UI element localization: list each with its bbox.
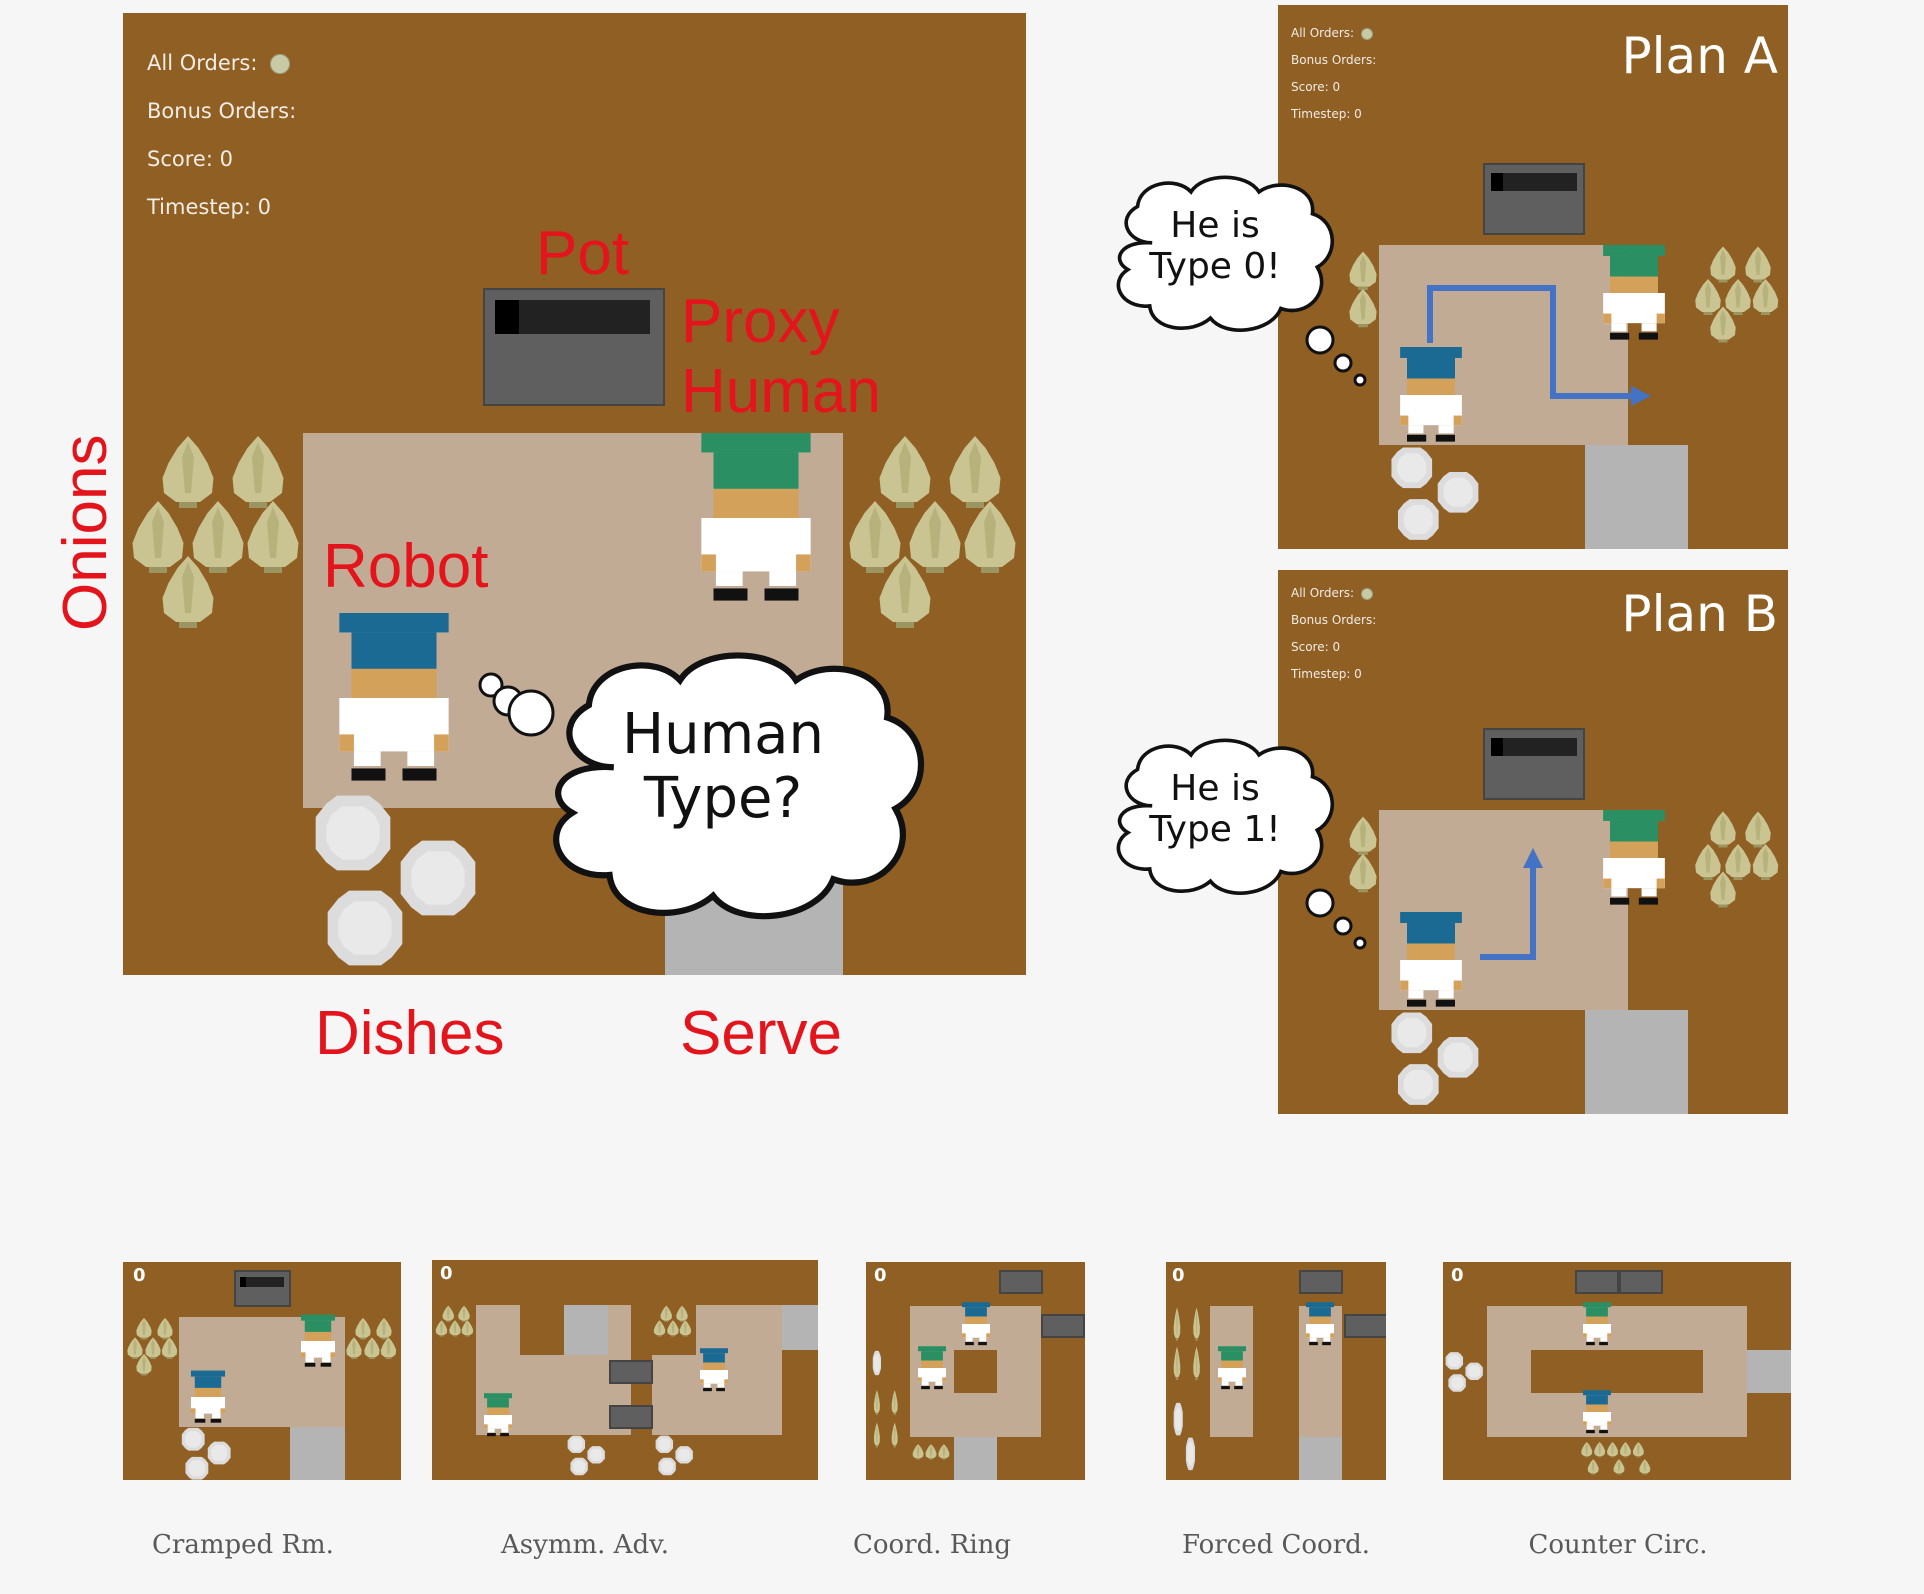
dishes-label: Dishes [315, 999, 505, 1068]
robot-thought-text: Human Type? [622, 702, 824, 832]
layout-1-score: 0 [133, 1265, 146, 1286]
onion-pile-right [849, 436, 1016, 628]
plan-b-thought-bubble [1075, 728, 1367, 950]
plan-b-score: Score: 0 [1291, 640, 1341, 654]
plan-b-path-arrow [1480, 848, 1543, 960]
layout-label-coordination-ring: Coord. Ring [852, 1530, 1012, 1560]
robot-chef [339, 613, 449, 781]
onions-label: Onions [51, 434, 120, 631]
plan-b-board: All Orders: Bonus Orders: Score: 0 Times… [1278, 570, 1788, 1114]
hud: All Orders: Bonus Orders: Score: 0 Times… [147, 39, 296, 231]
plan-b-title: Plan B [1621, 585, 1778, 643]
timestep-label: Timestep: 0 [147, 195, 271, 219]
robot-thought-bubble [478, 643, 973, 933]
all-orders-label: All Orders: [147, 51, 258, 75]
layout-forced-coordination: 0 [1166, 1262, 1386, 1480]
layout-coordination-ring: 0 [866, 1262, 1085, 1480]
serve-label: Serve [680, 999, 842, 1068]
layout-counter-circuit: 0 [1443, 1262, 1791, 1480]
plan-b-thought-text: He is Type 1! [1149, 768, 1281, 851]
layout-5-score: 0 [1451, 1265, 1464, 1286]
plan-a-bonus-orders: Bonus Orders: [1291, 53, 1377, 67]
robot-label: Robot [323, 532, 489, 601]
plan-a-score: Score: 0 [1291, 80, 1341, 94]
score-label: Score: 0 [147, 147, 233, 171]
layout-label-counter-circuit: Counter Circ. [1528, 1530, 1708, 1560]
layout-asymmetric-advantages: 0 [432, 1260, 818, 1480]
layout-cramped-room: 0 [123, 1262, 401, 1480]
pot [483, 288, 665, 406]
human-label: Human [681, 357, 881, 426]
layout-3-score: 0 [874, 1265, 887, 1286]
layout-label-asymmetric-advantages: Asymm. Adv. [501, 1530, 669, 1560]
bonus-orders-label: Bonus Orders: [147, 99, 297, 123]
plan-a-board: All Orders: Bonus Orders: Score: 0 Times… [1278, 5, 1788, 549]
proxy-label: Proxy [681, 287, 840, 356]
pot-label: Pot [536, 219, 630, 288]
plan-a-path-arrow [1427, 285, 1651, 406]
dish-stack [315, 795, 476, 966]
plan-a-all-orders: All Orders: [1291, 26, 1355, 40]
plan-a-thought-text: He is Type 0! [1149, 205, 1281, 288]
onion-pile-left [132, 436, 299, 628]
onion-soup-order-icon [270, 54, 291, 74]
plan-b-bonus-orders: Bonus Orders: [1291, 613, 1377, 627]
human-chef [701, 433, 811, 601]
plan-a-thought-bubble [1075, 165, 1367, 387]
plan-a-timestep: Timestep: 0 [1291, 107, 1362, 121]
layout-label-forced-coordination: Forced Coord. [1181, 1530, 1371, 1560]
layout-label-cramped-room: Cramped Rm. [152, 1530, 334, 1560]
main-game-board: All Orders: Bonus Orders: Score: 0 Times… [123, 13, 1026, 975]
plan-b-timestep: Timestep: 0 [1291, 667, 1362, 681]
layout-4-score: 0 [1172, 1265, 1185, 1286]
layout-2-score: 0 [440, 1263, 453, 1284]
plan-a-title: Plan A [1621, 27, 1778, 85]
plan-b-all-orders: All Orders: [1291, 586, 1355, 600]
